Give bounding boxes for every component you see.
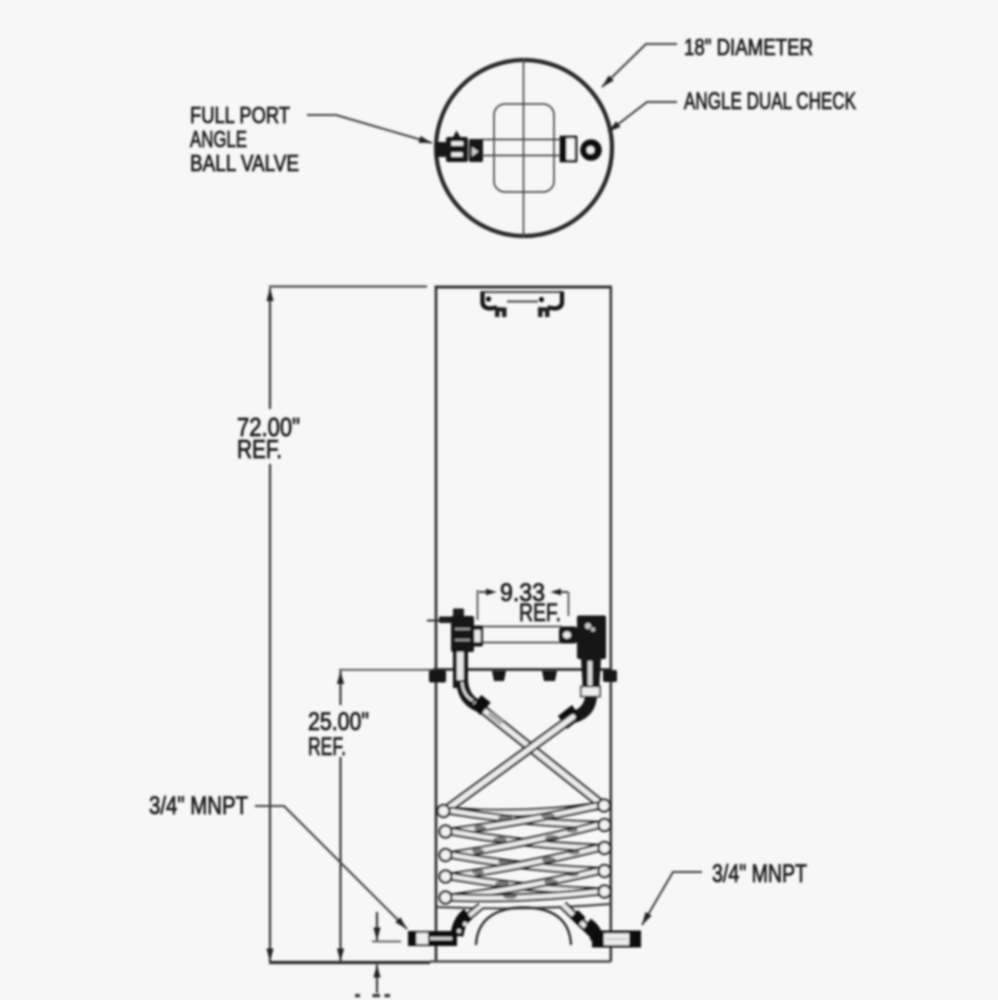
svg-text:3/4" MNPT: 3/4" MNPT (149, 792, 248, 820)
svg-text:72.00": 72.00" (237, 412, 300, 442)
svg-text:3/4" MNPT: 3/4" MNPT (712, 860, 807, 888)
svg-text:REF.: REF. (237, 434, 282, 464)
svg-text:25.00": 25.00" (308, 708, 369, 736)
svg-text:FULL PORT: FULL PORT (190, 102, 290, 128)
svg-text:ANGLE DUAL CHECK: ANGLE DUAL CHECK (684, 88, 856, 115)
svg-text:ANGLE: ANGLE (190, 126, 247, 152)
svg-text:BALL VALVE: BALL VALVE (190, 150, 299, 176)
svg-text:18" DIAMETER: 18" DIAMETER (684, 34, 813, 60)
svg-text:9.33: 9.33 (500, 579, 545, 607)
svg-text:REF.: REF. (519, 599, 561, 627)
svg-text:REF.: REF. (308, 733, 346, 761)
